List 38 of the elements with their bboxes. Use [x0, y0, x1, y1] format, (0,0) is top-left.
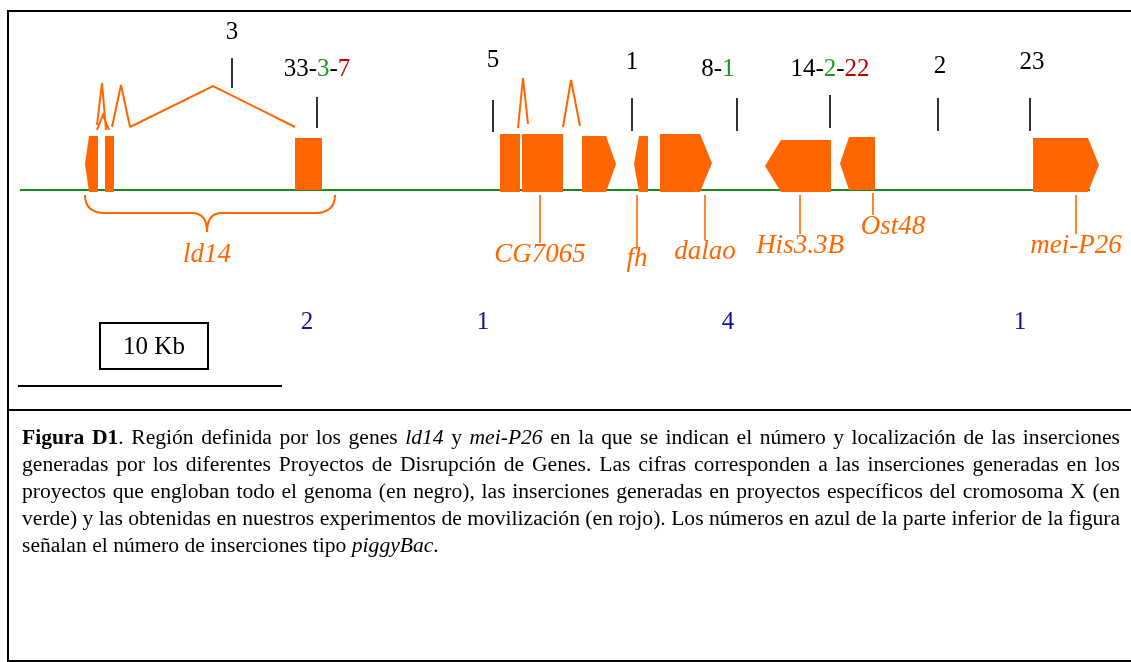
- pointed-exon-block: [634, 136, 648, 192]
- gene-label: ld14: [183, 240, 231, 267]
- exon-block: [295, 138, 322, 190]
- leader-line: [539, 194, 541, 244]
- insertion-count: 3: [225, 18, 239, 43]
- insertion-count: 2: [933, 52, 947, 77]
- leader-line: [1075, 194, 1077, 235]
- insertion-count: 1: [476, 308, 490, 333]
- insertion-count: 2: [300, 308, 314, 333]
- pointed-exon-block: [660, 134, 712, 192]
- insertion-count: 1: [625, 48, 639, 73]
- exon-block: [500, 134, 520, 192]
- pointed-exon-block: [85, 136, 98, 192]
- leader-line: [636, 194, 638, 248]
- scale-label: 10 Kb: [99, 322, 209, 370]
- leader-line: [872, 192, 874, 216]
- figure-caption: Figura D1. Región definida por los genes ld14 y mei-P26 en la que se indican el número y localización de las inserciones generadas por los diferentes Proyectos de Disrupción de Genes. Las cifras corresponden a las inserciones generadas en los proyectos que engloban todo el genoma (en negro), las inserciones generadas en proyectos específicos del cromosoma X (en verde) y las obtenidas en nuestros experimentos de movilización (en rojo). Los números en azul de la parte inferior de la figura señalan el número de inserciones tipo piggyBac.: [22, 424, 1120, 559]
- insertion-count: 14-2-22: [790, 55, 870, 80]
- insertion-count: 1: [1013, 308, 1027, 333]
- exon-block: [105, 136, 114, 192]
- insertion-count: 23: [1019, 48, 1045, 73]
- pointed-exon-block: [765, 140, 831, 192]
- pointed-exon-block: [840, 137, 875, 190]
- gene-label: mei-P26: [1030, 231, 1122, 258]
- gene-label: CG7065: [494, 240, 586, 267]
- gene-label: Ost48: [860, 212, 926, 239]
- pointed-exon-block: [1033, 138, 1099, 192]
- exon-block: [522, 134, 563, 192]
- insertion-count: 5: [486, 46, 500, 71]
- leader-line: [799, 194, 801, 235]
- gene-label: dalao: [674, 237, 736, 264]
- insertion-count: 4: [721, 308, 735, 333]
- gene-label: His3.3B: [756, 231, 844, 258]
- gene-label: fh: [626, 244, 648, 271]
- leader-line: [704, 194, 706, 241]
- insertion-count: 8-1: [701, 55, 735, 80]
- insertion-count: 33-3-7: [283, 55, 351, 80]
- pointed-exon-block: [582, 136, 616, 192]
